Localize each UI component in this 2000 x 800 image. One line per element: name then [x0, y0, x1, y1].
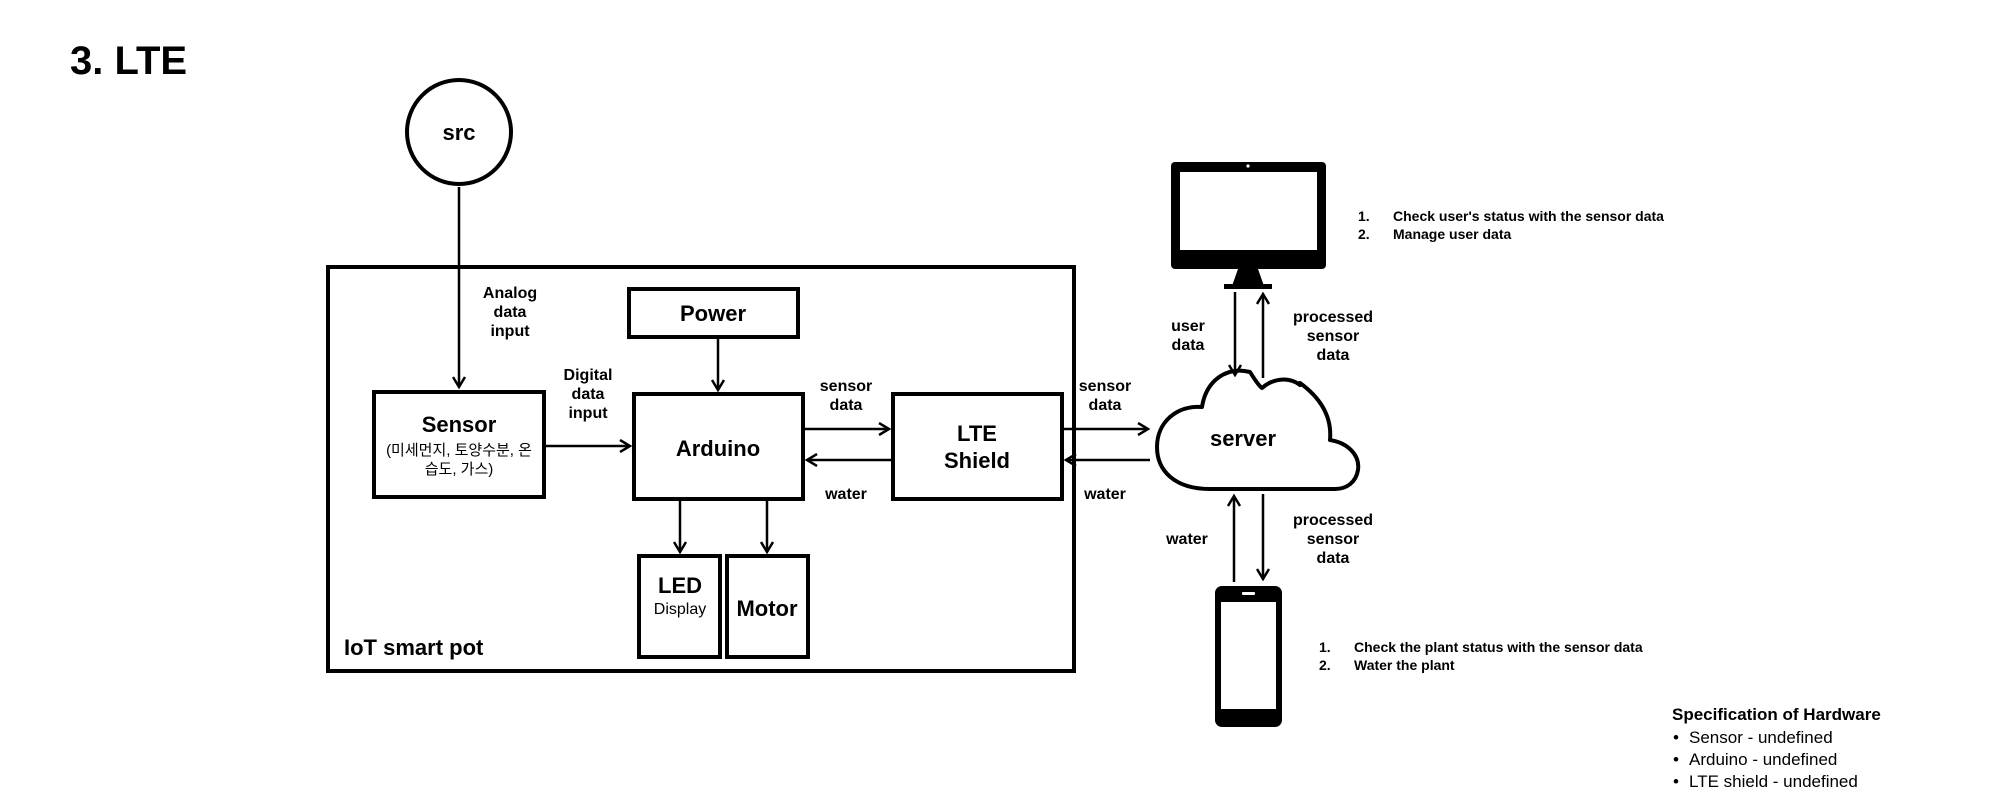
- phone-note-num-1: 1.: [1319, 639, 1331, 655]
- motor-node: Motor: [725, 554, 810, 659]
- led-display-line2: Display: [654, 601, 706, 618]
- edge-label-water-3: water: [1165, 531, 1208, 548]
- svg-text:data: data: [1317, 550, 1350, 567]
- svg-text:input: input: [490, 323, 530, 340]
- edge-label-sensor-data-2: sensor data: [1079, 378, 1131, 414]
- edge-label-user-data: user data: [1171, 318, 1205, 354]
- svg-text:sensor: sensor: [1079, 378, 1131, 395]
- phone-note-text-2: Water the plant: [1354, 657, 1455, 673]
- svg-text:processed: processed: [1293, 512, 1373, 529]
- svg-text:user: user: [1171, 318, 1205, 335]
- spec-item-3: LTE shield - undefined: [1689, 772, 1858, 791]
- spec-bullet-1: •: [1673, 728, 1679, 747]
- edge-label-water-1: water: [824, 486, 867, 503]
- svg-text:processed: processed: [1293, 309, 1373, 326]
- svg-text:Digital: Digital: [564, 367, 613, 384]
- sensor-detail-line2: 습도, 가스): [425, 461, 494, 478]
- sensor-detail-line1: (미세먼지, 토양수분, 온: [386, 442, 532, 459]
- monitor-note-text-2: Manage user data: [1393, 226, 1511, 242]
- svg-text:data: data: [494, 304, 527, 321]
- server-label: server: [1210, 426, 1277, 451]
- monitor-note-num-2: 2.: [1358, 226, 1370, 242]
- led-display-line1: LED: [658, 573, 702, 598]
- sensor-title: Sensor: [422, 412, 497, 437]
- power-label: Power: [680, 301, 746, 326]
- svg-text:sensor: sensor: [1307, 531, 1359, 548]
- svg-text:sensor: sensor: [820, 378, 872, 395]
- container-label: IoT smart pot: [344, 635, 484, 660]
- led-display-node: LED Display: [637, 554, 722, 659]
- edge-label-processed-bottom: processed sensor data: [1293, 512, 1373, 567]
- svg-text:data: data: [830, 397, 863, 414]
- phone-icon: [1215, 586, 1282, 727]
- edge-label-sensor-data-1: sensor data: [820, 378, 872, 414]
- svg-text:data: data: [1089, 397, 1122, 414]
- sensor-node: Sensor (미세먼지, 토양수분, 온 습도, 가스): [372, 390, 546, 499]
- svg-text:Analog: Analog: [483, 285, 537, 302]
- svg-text:input: input: [568, 405, 608, 422]
- spec-item-2: Arduino - undefined: [1689, 750, 1837, 769]
- edge-label-processed-top: processed sensor data: [1293, 309, 1373, 364]
- spec-title: Specification of Hardware: [1672, 705, 1881, 724]
- phone-note-num-2: 2.: [1319, 657, 1331, 673]
- phone-notes-list: 1. Check the plant status with the senso…: [1319, 639, 1643, 673]
- src-node: src: [405, 78, 513, 186]
- edge-label-analog: Analog data input: [483, 285, 537, 340]
- edge-label-water-2: water: [1083, 486, 1126, 503]
- svg-text:data: data: [572, 386, 605, 403]
- svg-text:data: data: [1172, 337, 1205, 354]
- lte-shield-line2: Shield: [944, 448, 1010, 473]
- src-label: src: [442, 120, 475, 145]
- spec-item-1: Sensor - undefined: [1689, 728, 1833, 747]
- power-node: Power: [627, 287, 800, 339]
- iot-smart-pot-container: IoT smart pot: [326, 265, 1076, 673]
- cloud-icon: [1155, 368, 1361, 491]
- edge-label-digital: Digital data input: [564, 367, 613, 422]
- monitor-icon: [1171, 162, 1326, 289]
- lte-shield-line1: LTE: [957, 421, 997, 446]
- svg-text:sensor: sensor: [1307, 328, 1359, 345]
- lte-shield-node: LTE Shield: [891, 392, 1064, 501]
- page-title: 3. LTE: [70, 39, 187, 83]
- server-node: server: [1155, 368, 1361, 491]
- phone-note-text-1: Check the plant status with the sensor d…: [1354, 639, 1643, 655]
- monitor-note-text-1: Check user's status with the sensor data: [1393, 208, 1664, 224]
- svg-text:data: data: [1317, 347, 1350, 364]
- monitor-note-num-1: 1.: [1358, 208, 1370, 224]
- arduino-node: Arduino: [632, 392, 805, 501]
- hardware-spec: Specification of Hardware • Sensor - und…: [1672, 705, 1881, 791]
- monitor-notes-list: 1. Check user's status with the sensor d…: [1358, 208, 1664, 242]
- spec-bullet-3: •: [1673, 772, 1679, 791]
- motor-label: Motor: [736, 596, 798, 621]
- spec-bullet-2: •: [1673, 750, 1679, 769]
- arduino-label: Arduino: [676, 436, 760, 461]
